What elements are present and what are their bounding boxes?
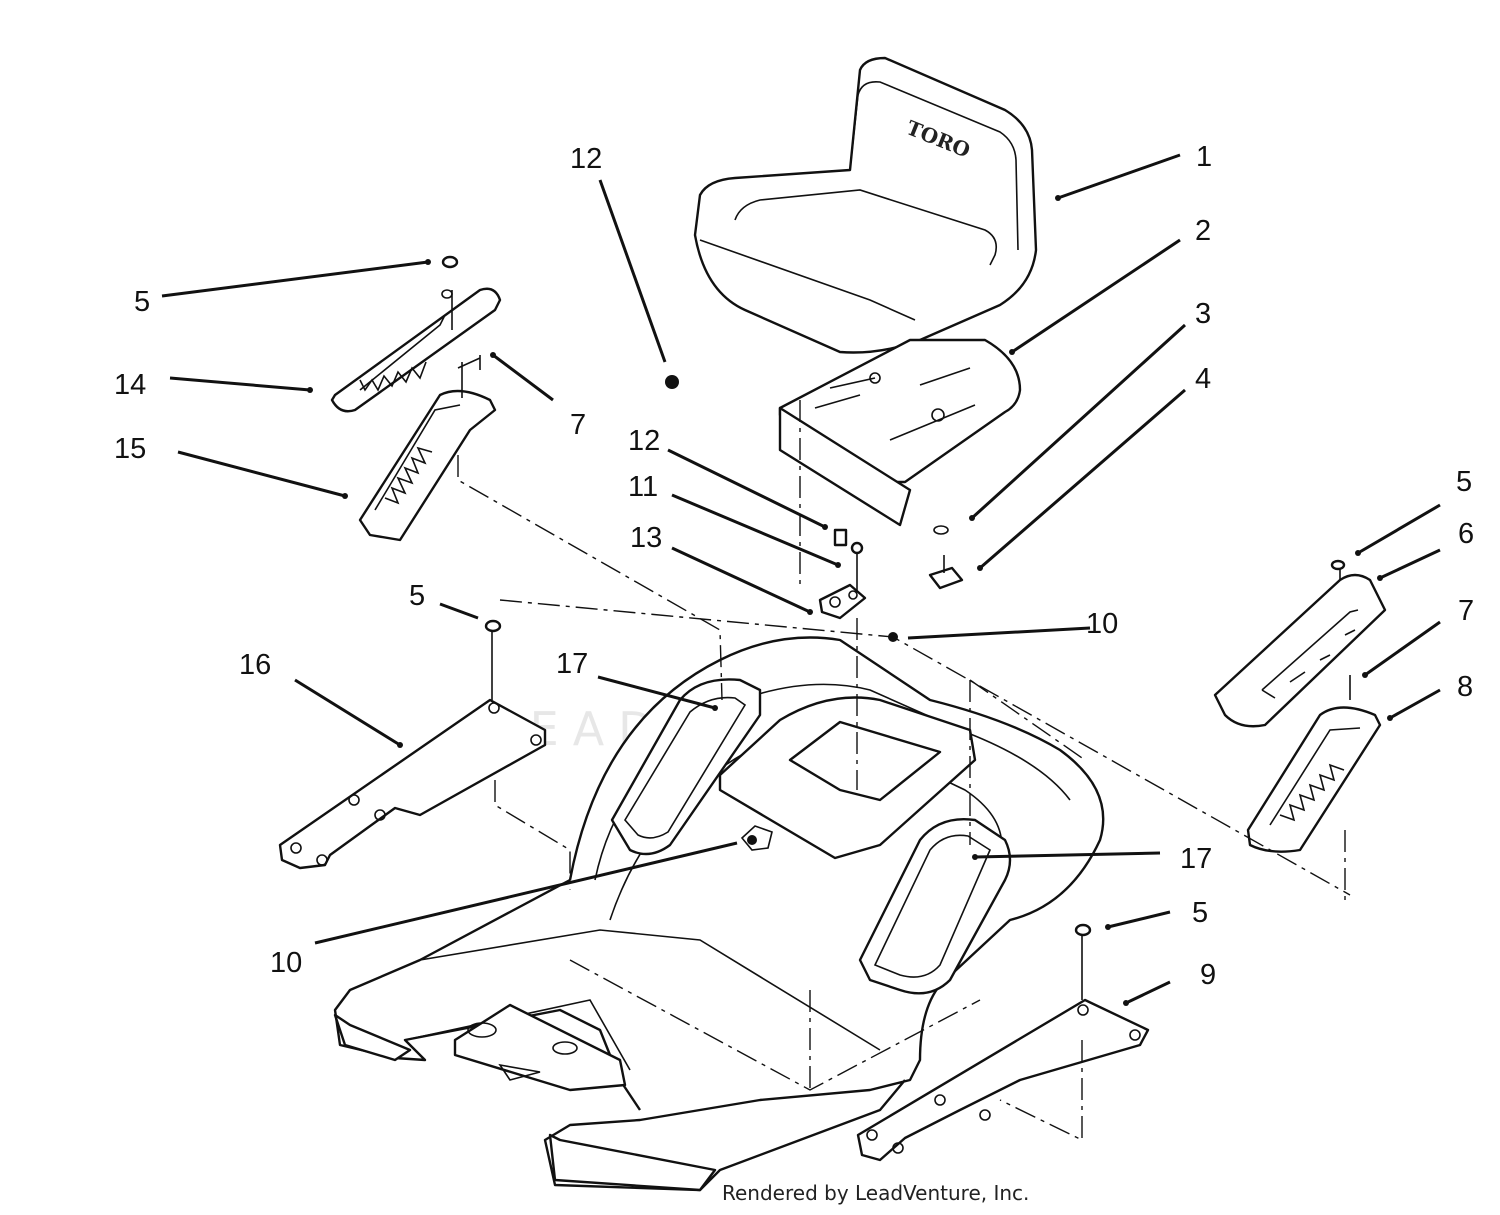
callout-15: 15 <box>114 433 146 465</box>
callout-16: 16 <box>239 649 271 681</box>
seat-pan-fender <box>333 636 1105 1192</box>
callout-5-right-top: 5 <box>1456 466 1472 498</box>
hardware <box>665 375 964 851</box>
callout-3: 3 <box>1195 298 1211 330</box>
seat: TORO <box>693 56 1038 354</box>
callout-9: 9 <box>1200 959 1216 991</box>
callout-14: 14 <box>114 369 146 401</box>
callout-5-top-left: 5 <box>134 286 150 318</box>
callout-5-mid-left: 5 <box>409 580 425 612</box>
callout-17-left: 17 <box>556 648 588 680</box>
callout-10-left: 10 <box>270 947 302 979</box>
callout-12-top: 12 <box>570 143 602 175</box>
foot-plate-left <box>278 632 547 870</box>
seat-bracket <box>778 338 1022 527</box>
leader-lines <box>161 153 1441 1006</box>
callout-11: 11 <box>628 471 658 503</box>
shift-plate-left <box>330 287 502 542</box>
render-credit: Rendered by LeadVenture, Inc. <box>722 1181 1030 1205</box>
assembly-lines <box>457 400 1351 1142</box>
pins <box>441 255 1346 937</box>
callout-2: 2 <box>1195 215 1211 247</box>
callout-4: 4 <box>1195 363 1211 395</box>
foot-plate-right <box>856 930 1150 1162</box>
callout-labels: 1 2 3 4 5 14 15 7 12 12 11 13 10 5 16 17… <box>114 141 1474 991</box>
callout-10-right: 10 <box>1086 608 1118 640</box>
callout-7-left: 7 <box>570 409 586 441</box>
shift-plate-right <box>1213 565 1387 853</box>
callout-12-mid: 12 <box>628 425 660 457</box>
callout-7-right: 7 <box>1458 595 1474 627</box>
callout-17-right: 17 <box>1180 843 1212 875</box>
callout-1: 1 <box>1196 141 1212 173</box>
callout-13: 13 <box>630 522 662 554</box>
callout-5-bottom-right: 5 <box>1192 897 1208 929</box>
callout-6: 6 <box>1458 518 1474 550</box>
callout-8: 8 <box>1457 671 1473 703</box>
